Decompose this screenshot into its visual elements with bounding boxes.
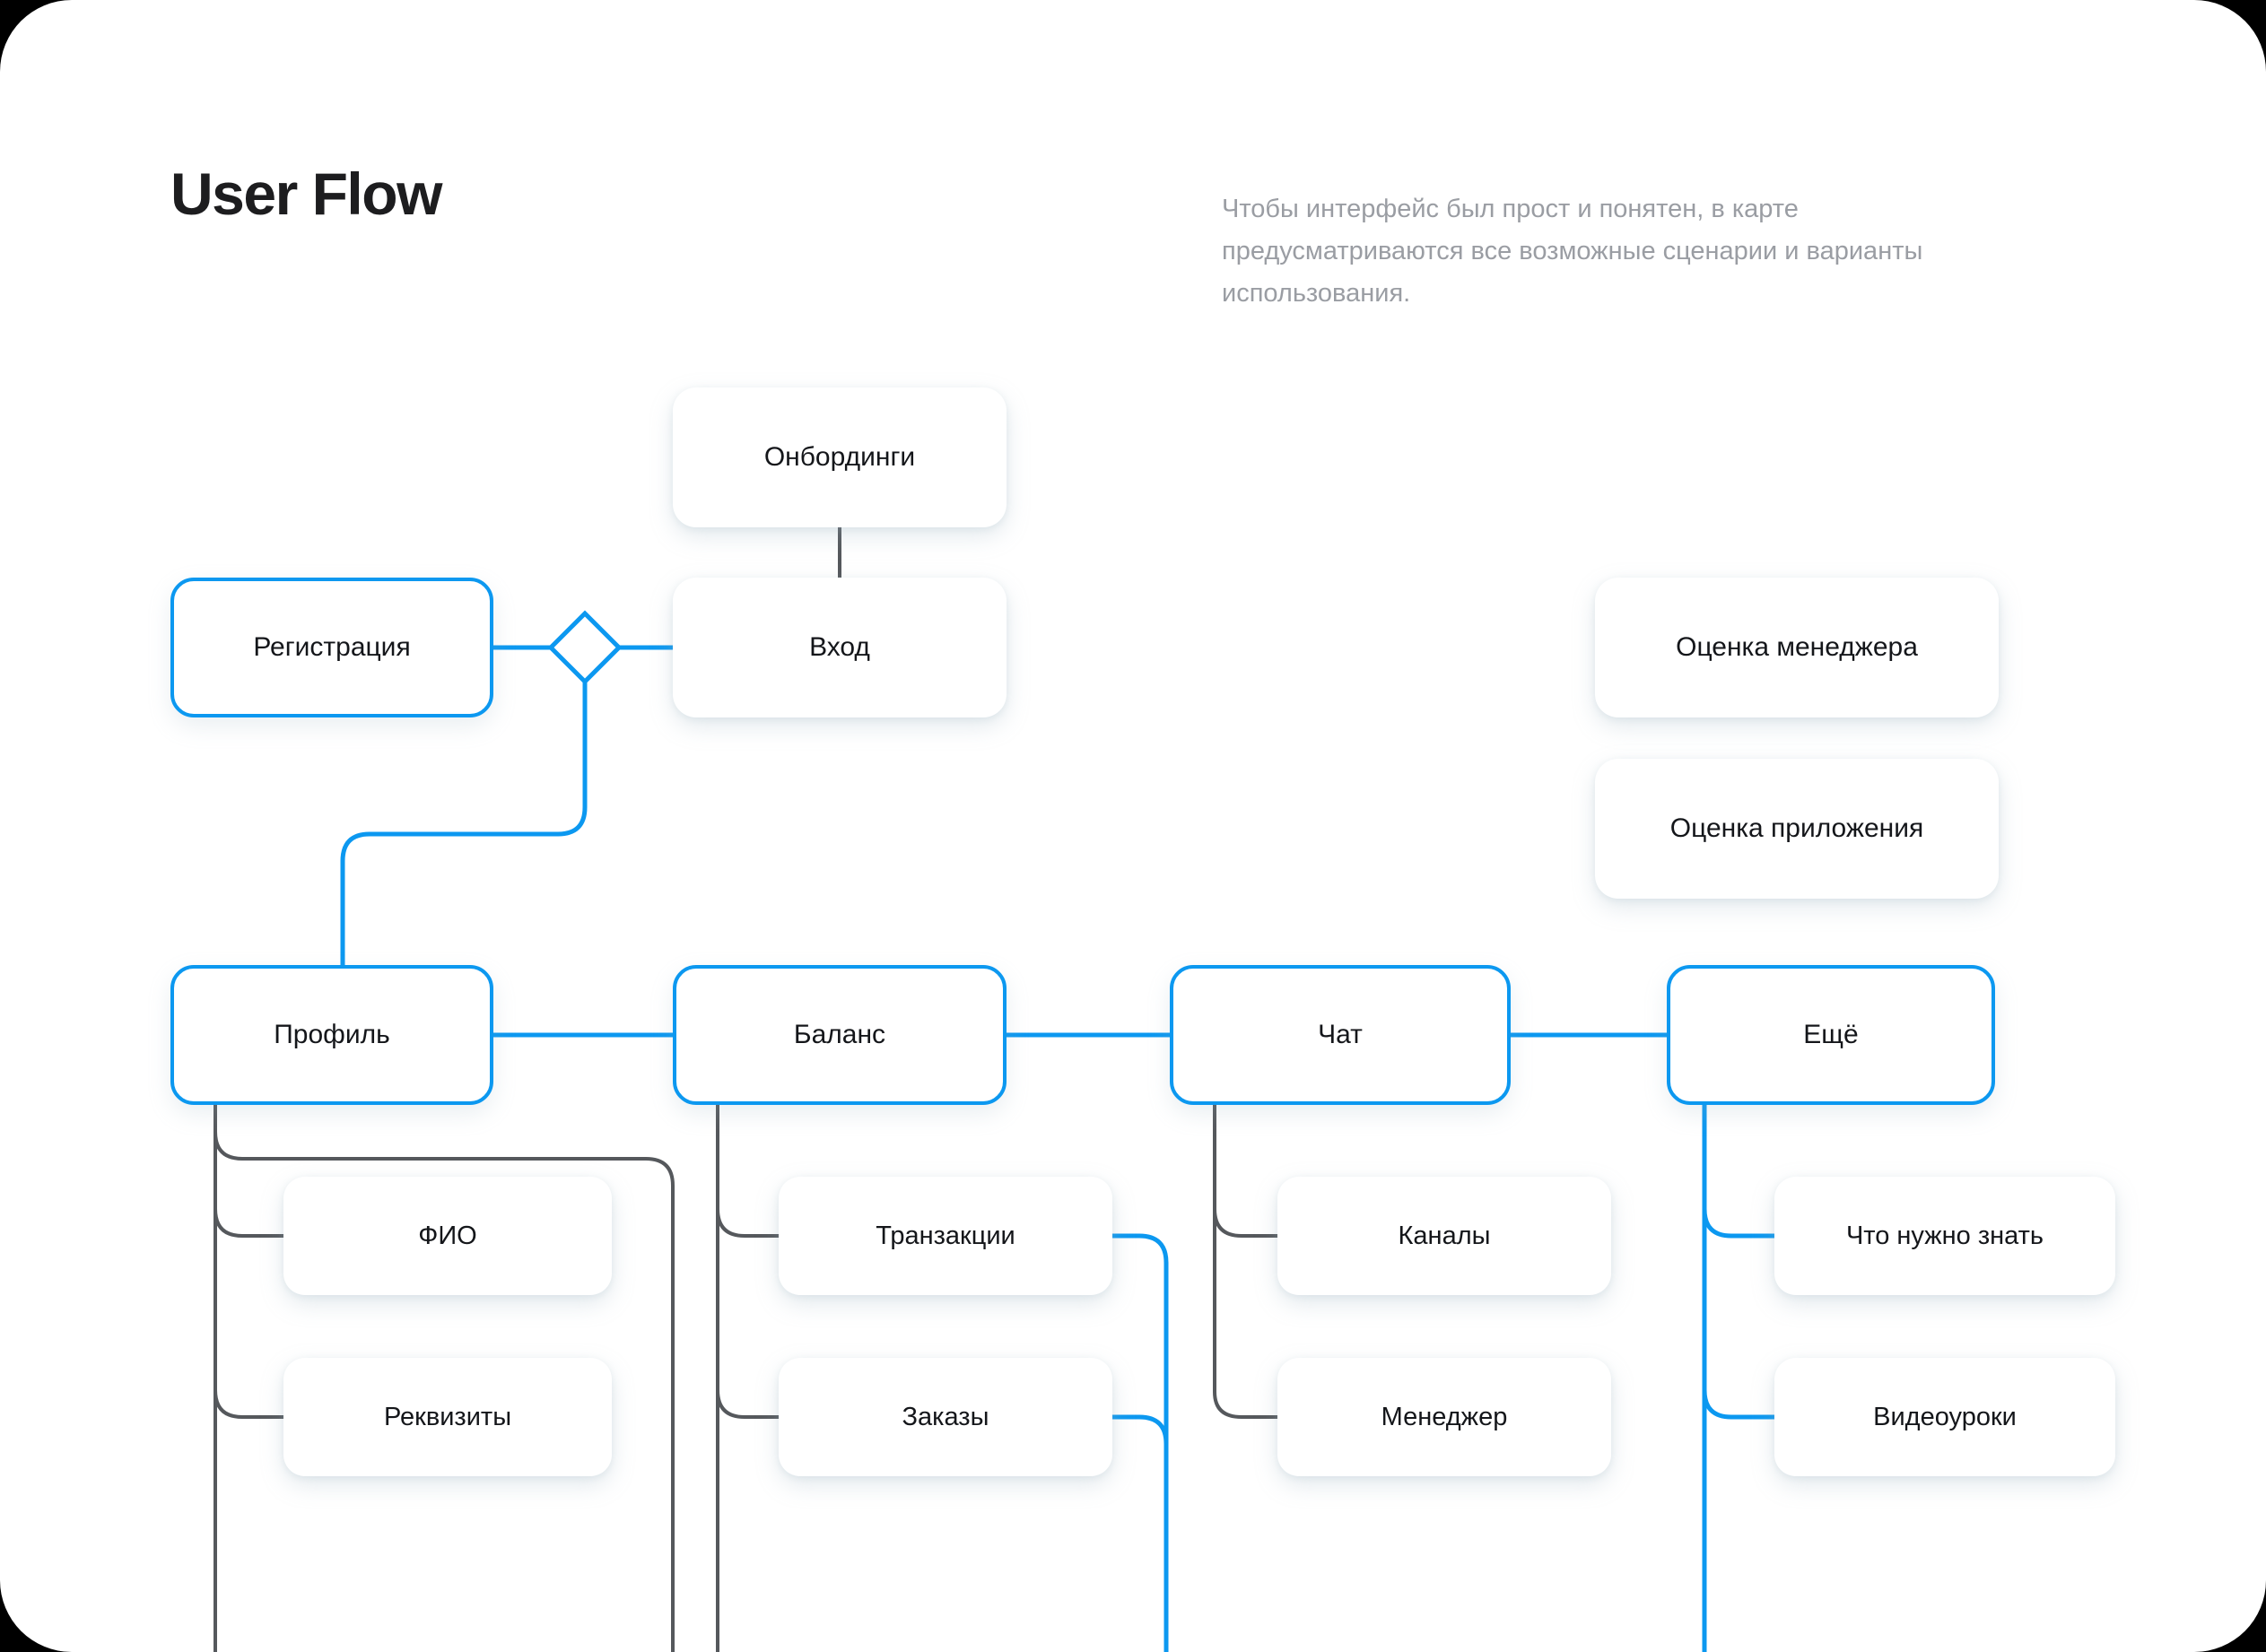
node-label: Каналы <box>1398 1221 1491 1250</box>
node-label: Чат <box>1318 1020 1363 1049</box>
page-description: Чтобы интерфейс был прост и понятен, в к… <box>1222 195 1923 308</box>
node-chat[interactable]: Чат <box>1170 965 1511 1105</box>
node-registration[interactable]: Регистрация <box>170 578 493 717</box>
node-label: Менеджер <box>1381 1402 1508 1431</box>
node-label: Оценка менеджера <box>1676 632 1918 662</box>
node-label: Транзакции <box>876 1221 1015 1250</box>
node-video-lessons[interactable]: Видеоуроки <box>1774 1358 2115 1476</box>
node-login[interactable]: Вход <box>673 578 1007 717</box>
node-label: Профиль <box>274 1020 390 1049</box>
node-fio[interactable]: ФИО <box>283 1177 612 1295</box>
node-label: Реквизиты <box>383 1402 512 1431</box>
node-more[interactable]: Ещё <box>1667 965 1995 1105</box>
node-profile[interactable]: Профиль <box>170 965 493 1105</box>
node-transactions[interactable]: Транзакции <box>779 1177 1112 1295</box>
node-label: Заказы <box>902 1402 989 1431</box>
node-channels[interactable]: Каналы <box>1277 1177 1611 1295</box>
node-app-rating[interactable]: Оценка приложения <box>1595 759 1999 899</box>
node-label: Видеоуроки <box>1873 1402 2017 1431</box>
node-manager-rating[interactable]: Оценка менеджера <box>1595 578 1999 717</box>
node-label: Регистрация <box>253 632 411 662</box>
node-need-to-know[interactable]: Что нужно знать <box>1774 1177 2115 1295</box>
node-label: Онбординги <box>763 442 916 472</box>
node-manager[interactable]: Менеджер <box>1277 1358 1611 1476</box>
node-label: ФИО <box>418 1221 477 1250</box>
node-balance[interactable]: Баланс <box>673 965 1007 1105</box>
page-title: User Flow <box>170 161 442 227</box>
node-label: Что нужно знать <box>1845 1221 2044 1250</box>
node-onboarding[interactable]: Онбординги <box>673 387 1007 527</box>
node-label: Оценка приложения <box>1669 813 1924 843</box>
node-requisites[interactable]: Реквизиты <box>283 1358 612 1476</box>
node-label: Вход <box>809 632 870 662</box>
node-orders[interactable]: Заказы <box>779 1358 1112 1476</box>
node-label: Баланс <box>793 1020 886 1049</box>
node-label: Ещё <box>1803 1020 1859 1049</box>
